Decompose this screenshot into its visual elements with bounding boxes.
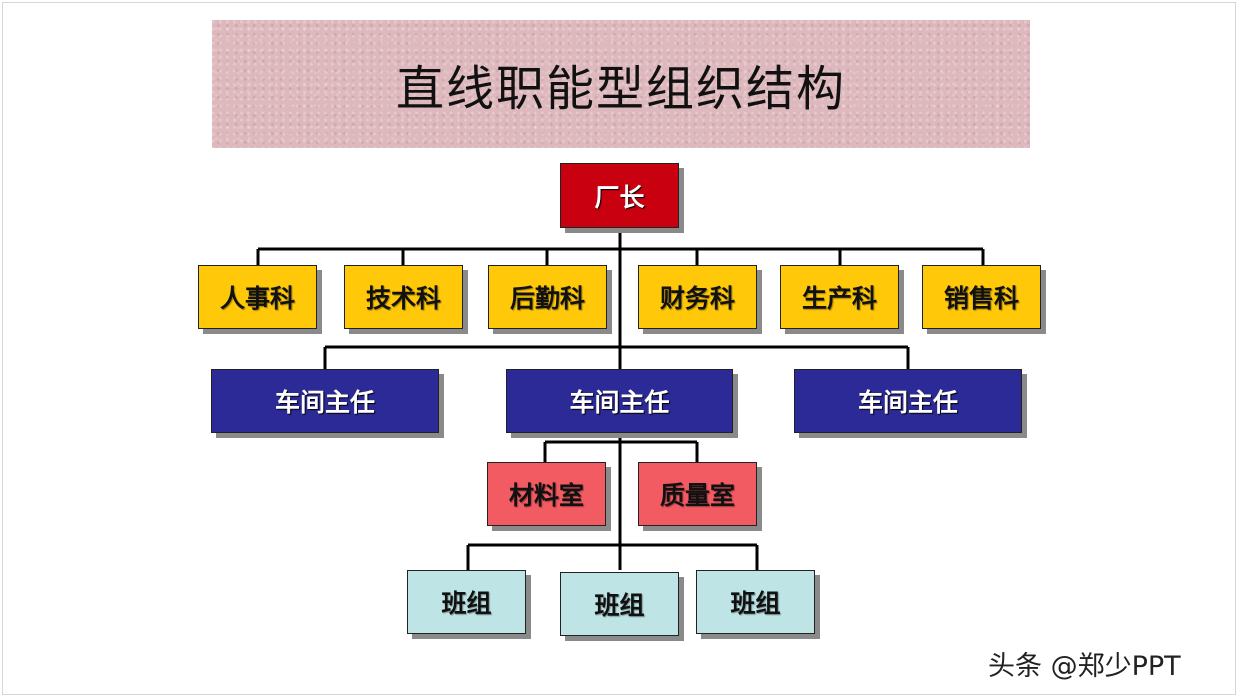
- node-quality-office: 质量室: [638, 462, 757, 526]
- node-workshop-director-right: 车间主任: [794, 369, 1022, 433]
- node-dept-production: 生产科: [780, 265, 899, 329]
- diagram-title: 直线职能型组织结构: [395, 61, 846, 117]
- node-team-right: 班组: [696, 570, 815, 634]
- title-banner: 直线职能型组织结构: [212, 20, 1030, 148]
- node-factory-director: 厂长: [560, 163, 679, 228]
- node-dept-technology: 技术科: [344, 265, 463, 329]
- node-dept-logistics: 后勤科: [488, 265, 607, 329]
- node-team-left: 班组: [407, 570, 526, 634]
- watermark: 头条 @郑少PPT: [988, 651, 1181, 682]
- node-dept-personnel: 人事科: [198, 265, 317, 329]
- node-dept-finance: 财务科: [638, 265, 757, 329]
- node-team-center: 班组: [560, 572, 679, 636]
- node-workshop-director-center: 车间主任: [506, 369, 733, 433]
- node-dept-sales: 销售科: [922, 265, 1041, 329]
- node-workshop-director-left: 车间主任: [211, 369, 439, 433]
- node-materials-office: 材料室: [487, 462, 606, 526]
